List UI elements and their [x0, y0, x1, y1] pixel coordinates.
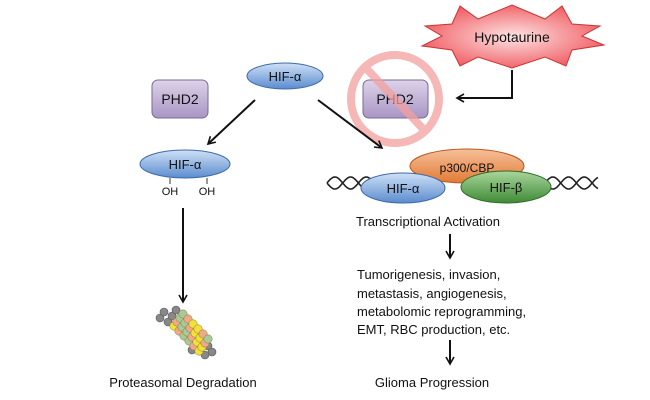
outcome-line: metabolomic reprogramming,	[357, 304, 526, 319]
hif-alpha-complex-node	[360, 172, 446, 204]
hif-alpha-top-label: HIF-α	[269, 69, 302, 84]
prohibition-icon	[347, 51, 443, 147]
hif-alpha-hydroxylated-label: HIF-α	[169, 157, 202, 172]
arrow-to-transcription	[317, 99, 384, 149]
phd2-inhibited-node: PHD2	[347, 51, 443, 147]
glioma-progression-label: Glioma Progression	[375, 375, 489, 390]
arrow-hypotaurine-to-phd2	[455, 70, 513, 103]
hypotaurine-node: Hypotaurine	[420, 4, 606, 69]
proteasomal-degradation-label: Proteasomal Degradation	[109, 375, 256, 390]
outcome-line: Tumorigenesis, invasion,	[357, 267, 500, 282]
proteasome-icon	[155, 305, 217, 360]
hif-alpha-top-node: HIF-α	[246, 62, 324, 90]
phd2-left-node: PHD2	[151, 79, 209, 119]
hif-beta-complex-label: HIF-β	[490, 180, 523, 195]
hif-alpha-complex-label: HIF-α	[387, 181, 420, 196]
transcription-complex: p300/CBP HIF-α HIF-β	[360, 148, 552, 204]
p300-cbp-label: p300/CBP	[440, 161, 495, 175]
transcriptional-activation-label: Transcriptional Activation	[356, 214, 500, 229]
outcomes-list: Tumorigenesis, invasion, metastasis, ang…	[357, 267, 526, 337]
outcome-line: metastasis, angiogenesis,	[357, 286, 507, 301]
hif-beta-complex-node	[460, 170, 552, 204]
hif-alpha-hydroxylated-node: HIF-α OH OH	[139, 149, 231, 198]
oh-right-label: OH	[199, 186, 216, 198]
phd2-left-label: PHD2	[161, 91, 199, 107]
hypotaurine-label: Hypotaurine	[474, 29, 550, 45]
oh-left-label: OH	[162, 186, 179, 198]
outcome-line: EMT, RBC production, etc.	[357, 322, 510, 337]
starburst-shape	[420, 4, 606, 69]
arrow-to-hydroxylation	[206, 99, 256, 146]
